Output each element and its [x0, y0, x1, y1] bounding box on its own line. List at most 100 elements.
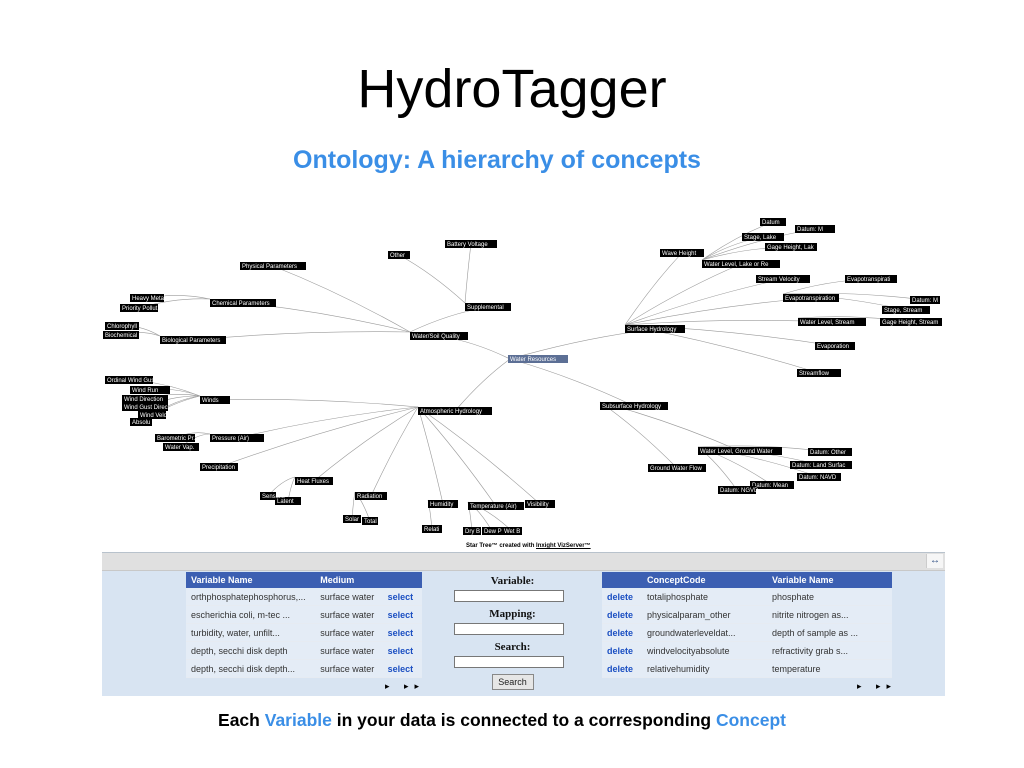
- tree-node[interactable]: Priority Pollut.: [120, 304, 159, 312]
- tree-node[interactable]: Latent: [275, 497, 301, 505]
- tree-node[interactable]: Evaporation: [815, 342, 855, 350]
- tree-node[interactable]: Atmospheric Hydrology: [418, 407, 492, 415]
- mapping-input[interactable]: [454, 623, 564, 635]
- tree-node[interactable]: Winds: [200, 396, 230, 404]
- tree-node[interactable]: Wind Velo: [138, 411, 168, 419]
- tree-node[interactable]: Total: [362, 517, 378, 525]
- delete-link[interactable]: delete: [602, 659, 642, 678]
- tree-node[interactable]: Ground Water Flow: [648, 464, 706, 472]
- tree-node[interactable]: Chlorophyll: [105, 322, 139, 330]
- column-header-medium[interactable]: Medium: [315, 572, 383, 588]
- tree-node[interactable]: Surface Hydrology: [625, 325, 685, 333]
- delete-link[interactable]: delete: [602, 641, 642, 660]
- tree-node[interactable]: Dry B: [463, 527, 481, 535]
- variable-label: Variable:: [490, 575, 535, 587]
- tree-edge: [417, 406, 541, 505]
- search-button[interactable]: Search: [491, 674, 534, 690]
- tree-node[interactable]: Water/Soil Quality: [410, 332, 468, 340]
- tree-node-label: Temperature (Air): [470, 504, 517, 510]
- tree-node[interactable]: Wave Height: [660, 249, 704, 257]
- tree-node[interactable]: Water Level, Stream: [798, 318, 866, 326]
- tree-node[interactable]: Subsurface Hydrology: [600, 402, 668, 410]
- tree-node[interactable]: Datum: NGVD: [718, 486, 759, 494]
- column-header-concept-code[interactable]: ConceptCode: [642, 572, 767, 588]
- tree-node[interactable]: Water Level, Lake or Re: [702, 260, 780, 268]
- select-link[interactable]: select: [382, 659, 422, 678]
- right-table-pager[interactable]: ▸ ▸▸: [857, 681, 898, 691]
- tree-node[interactable]: Humidity: [428, 500, 458, 508]
- tree-node[interactable]: Solar: [343, 515, 361, 523]
- delete-link[interactable]: delete: [602, 588, 642, 606]
- tree-node[interactable]: Other: [388, 251, 410, 259]
- delete-link[interactable]: delete: [602, 623, 642, 642]
- tree-node-box: [418, 407, 492, 415]
- tree-node[interactable]: Evapotranspiration: [783, 294, 839, 302]
- tree-node[interactable]: Wind Run: [130, 386, 170, 394]
- tree-node[interactable]: Physical Parameters: [240, 262, 306, 270]
- tree-node[interactable]: Battery Voltage: [445, 240, 497, 248]
- tree-node[interactable]: Water Level, Ground Water: [698, 447, 782, 455]
- tree-node[interactable]: Temperature (Air): [468, 502, 524, 510]
- tree-node[interactable]: Datum: M: [795, 225, 835, 233]
- tree-node-box: [815, 342, 855, 350]
- tree-node[interactable]: Pressure (Air): [210, 434, 264, 442]
- tree-node[interactable]: Datum: M: [910, 296, 940, 304]
- concept-code-cell: physicalparam_other: [642, 605, 767, 624]
- tree-node[interactable]: Datum: [760, 218, 786, 226]
- tree-node-root[interactable]: Water Resources: [508, 355, 568, 363]
- tree-node[interactable]: Ordinal Wind Gust Vel: [105, 376, 166, 384]
- credit-link[interactable]: Inxight VizServer™: [536, 543, 591, 549]
- column-header-variable-name[interactable]: Variable Name: [186, 572, 316, 588]
- left-table-pager[interactable]: ▸ ▸▸: [385, 681, 426, 691]
- tree-node[interactable]: Datum: NAVD: [797, 473, 841, 481]
- select-link[interactable]: select: [382, 588, 422, 606]
- tree-node[interactable]: Heat Fluxes: [295, 477, 333, 485]
- tree-node[interactable]: Datum: Other: [808, 448, 852, 456]
- select-link[interactable]: select: [382, 623, 422, 642]
- variable-input[interactable]: [454, 590, 564, 602]
- tree-node-box: [260, 492, 276, 500]
- tree-node[interactable]: Evapotranspirati: [845, 275, 897, 283]
- tree-node[interactable]: Precipitation: [200, 463, 238, 471]
- select-link[interactable]: select: [382, 605, 422, 624]
- tree-node[interactable]: Biochemical: [103, 331, 139, 339]
- tree-node[interactable]: Absolu: [130, 418, 152, 426]
- tree-node[interactable]: Datum: Land Surfac: [790, 461, 852, 469]
- tree-node[interactable]: Biological Parameters: [160, 336, 226, 344]
- tree-node[interactable]: Sensible: [260, 492, 286, 500]
- ontology-star-tree[interactable]: Water Resources Water/Soil Quality Supplem…: [100, 205, 946, 540]
- tree-node[interactable]: Supplemental: [465, 303, 511, 311]
- concepts-table: ConceptCode Variable Name delete totalip…: [602, 572, 892, 678]
- tree-node[interactable]: Stage, Lake: [742, 233, 784, 241]
- tree-node[interactable]: Radiation: [355, 492, 387, 500]
- tree-node[interactable]: Relati: [422, 525, 442, 533]
- select-link[interactable]: select: [382, 641, 422, 660]
- tree-node[interactable]: Barometric Pr.: [155, 434, 195, 442]
- tree-node[interactable]: Chemical Parameters: [210, 299, 276, 307]
- tree-node-box: [200, 396, 230, 404]
- tree-node-box: [760, 218, 786, 226]
- tree-node[interactable]: Stream Velocity: [756, 275, 810, 283]
- tree-node-label: Wave Height: [662, 251, 696, 257]
- table-row: delete relativehumidity temperature: [602, 659, 892, 678]
- tree-node[interactable]: Wet B: [502, 527, 522, 535]
- tree-node[interactable]: Heavy Metals: [130, 294, 168, 302]
- search-input[interactable]: [454, 656, 564, 668]
- tree-node[interactable]: Wind Gust Direc: [122, 403, 168, 411]
- tree-node-box: [422, 525, 442, 533]
- tree-node[interactable]: Gage Height, Lak: [765, 243, 817, 251]
- tree-node[interactable]: Stage, Stream: [882, 306, 930, 314]
- tree-node-label: Water Vap.: [165, 445, 195, 451]
- tree-node[interactable]: Gage Height, Stream: [880, 318, 942, 326]
- tree-node-box: [808, 448, 852, 456]
- column-header-variable-name[interactable]: Variable Name: [767, 572, 892, 588]
- tree-node[interactable]: Streamflow: [797, 369, 841, 377]
- tree-node[interactable]: Water Vap.: [163, 443, 199, 451]
- delete-link[interactable]: delete: [602, 605, 642, 624]
- tree-node[interactable]: Datum: Mean: [750, 481, 794, 489]
- tree-node[interactable]: Wind Direction: [122, 395, 168, 403]
- tree-node[interactable]: Visibility: [525, 500, 555, 508]
- tree-node[interactable]: Dew P: [482, 527, 502, 535]
- expand-icon[interactable]: ↔: [926, 554, 943, 568]
- tree-node-label: Datum: M: [797, 227, 823, 233]
